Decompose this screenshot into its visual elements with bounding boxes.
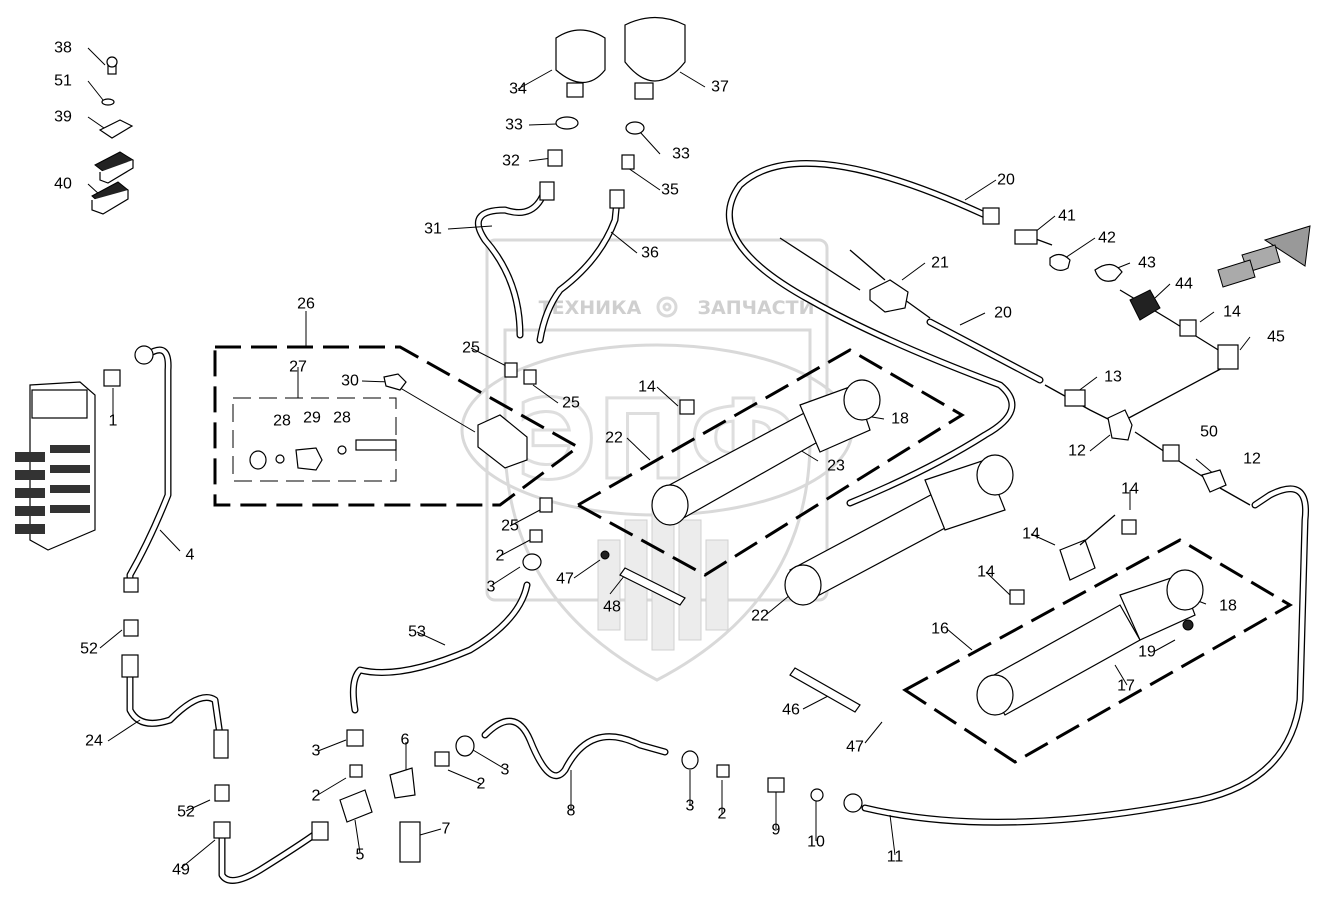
callout-38: 38 <box>54 40 72 57</box>
valve-assembly-box <box>213 345 581 507</box>
callout-25-mid: 25 <box>562 395 580 412</box>
callout-12-right: 12 <box>1243 451 1261 468</box>
callout-26: 26 <box>297 296 315 313</box>
callout-18-upper: 18 <box>891 411 909 428</box>
callout-52-top: 52 <box>80 641 98 658</box>
callout-22-upper: 22 <box>605 430 623 447</box>
callout-30: 30 <box>341 373 359 390</box>
callout-21: 21 <box>931 255 949 272</box>
callout-7: 7 <box>442 821 451 838</box>
fittings <box>103 116 1239 863</box>
callout-47-low: 47 <box>846 739 864 756</box>
callout-2-left: 2 <box>312 788 321 805</box>
callout-44: 44 <box>1175 276 1193 293</box>
callout-14-cyl: 14 <box>638 379 656 396</box>
group-boxes <box>213 345 1293 764</box>
callout-51: 51 <box>54 73 72 90</box>
callout-24: 24 <box>85 733 103 750</box>
callout-47-top: 47 <box>556 571 574 588</box>
hose-lines <box>126 159 1310 884</box>
gear-icon <box>656 296 678 318</box>
callout-3-top: 3 <box>487 579 496 596</box>
callout-49: 49 <box>172 862 190 879</box>
callout-53: 53 <box>408 624 426 641</box>
callout-37: 37 <box>711 79 729 96</box>
callout-6: 6 <box>401 732 410 749</box>
callout-16: 16 <box>931 621 949 638</box>
callout-52-low: 52 <box>177 804 195 821</box>
callout-45: 45 <box>1267 329 1285 346</box>
callout-28-right: 28 <box>333 410 351 427</box>
callout-labels: 38 51 39 40 34 37 33 33 32 35 31 36 20 4… <box>54 40 1285 879</box>
callout-2-right: 2 <box>718 806 727 823</box>
callout-25-low: 25 <box>501 518 519 535</box>
accumulator-37 <box>624 16 686 100</box>
watermark-text-right: ЗАПЧАСТИ <box>698 297 815 319</box>
callout-28-left: 28 <box>273 413 291 430</box>
watermark-emblem: ТЕХНИКА ЗАПЧАСТИ ЭПФ <box>460 238 854 682</box>
clamp-fastener-stack <box>91 56 134 215</box>
callout-19: 19 <box>1138 644 1156 661</box>
callout-3-right: 3 <box>686 798 695 815</box>
callout-2-top: 2 <box>496 548 505 565</box>
hydraulic-cylinder-right <box>976 569 1204 716</box>
callout-43: 43 <box>1138 255 1156 272</box>
callout-35: 35 <box>661 182 679 199</box>
callout-20-top: 20 <box>997 172 1015 189</box>
callout-2-mid: 2 <box>477 776 486 793</box>
callout-11: 11 <box>887 849 904 866</box>
callout-14-valve: 14 <box>1121 481 1139 498</box>
callout-8: 8 <box>567 803 576 820</box>
control-valve-block <box>15 381 96 551</box>
callout-20-lower: 20 <box>994 305 1012 322</box>
pins <box>619 567 861 713</box>
callout-23: 23 <box>827 458 845 475</box>
callout-29: 29 <box>303 410 321 427</box>
callout-34: 34 <box>509 81 527 98</box>
callout-14-top: 14 <box>1223 304 1241 321</box>
callout-14-right: 14 <box>1022 526 1040 543</box>
callout-13: 13 <box>1104 369 1122 386</box>
leader-lines <box>87 47 1251 869</box>
accumulator-34 <box>555 29 606 98</box>
direction-arrow-icon <box>1217 225 1311 288</box>
watermark-text-left: ТЕХНИКА <box>539 297 642 319</box>
callout-33-left: 33 <box>505 117 523 134</box>
valve-subassembly-box <box>232 397 397 482</box>
callout-25-top: 25 <box>462 340 480 357</box>
cylinder-group-box-right <box>902 538 1293 764</box>
callout-10: 10 <box>807 834 825 851</box>
callout-5: 5 <box>356 847 365 864</box>
callout-3-left: 3 <box>312 743 321 760</box>
callout-4: 4 <box>186 547 195 564</box>
callout-9: 9 <box>772 822 781 839</box>
callout-22-lower: 22 <box>751 608 769 625</box>
callout-40: 40 <box>54 176 72 193</box>
callout-18-lower: 18 <box>1219 598 1237 615</box>
watermark-wheat <box>597 499 729 651</box>
hydraulic-cylinder-middle <box>784 454 1014 606</box>
callout-14-low: 14 <box>977 564 995 581</box>
callout-46: 46 <box>782 702 800 719</box>
callout-33-right: 33 <box>672 146 690 163</box>
callout-27: 27 <box>289 359 307 376</box>
callout-36: 36 <box>641 245 659 262</box>
callout-42: 42 <box>1098 230 1116 247</box>
callout-17: 17 <box>1117 678 1135 695</box>
watermark-logo-letters: ЭПФ <box>516 376 798 504</box>
callout-39: 39 <box>54 109 72 126</box>
callout-32: 32 <box>502 153 520 170</box>
callout-12-left: 12 <box>1068 443 1086 460</box>
callout-50: 50 <box>1200 424 1218 441</box>
callout-3-mid: 3 <box>501 762 510 779</box>
callout-31: 31 <box>424 221 442 238</box>
callout-1: 1 <box>109 413 118 430</box>
hydraulic-cylinder-upper <box>651 379 881 526</box>
cylinder-group-box-left <box>574 348 965 577</box>
callout-41: 41 <box>1058 208 1076 225</box>
callout-48: 48 <box>603 599 621 616</box>
